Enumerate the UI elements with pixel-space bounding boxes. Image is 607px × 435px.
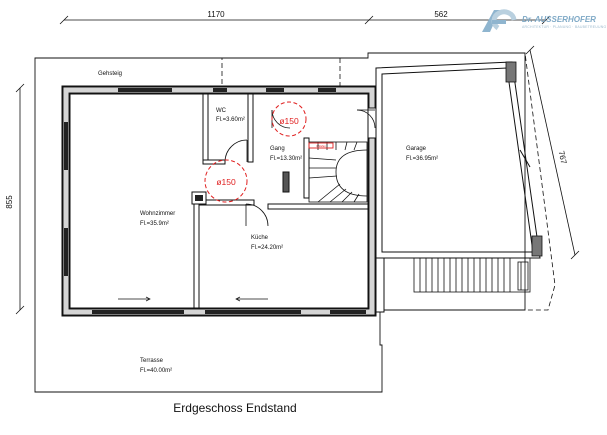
dim-house-width: 1170 (207, 10, 225, 19)
site-boundary (34, 52, 526, 393)
garage-diagonal-dimension (525, 45, 580, 260)
chimney-icon (191, 191, 207, 205)
room-gang-name: Gang (270, 146, 285, 152)
top-dimension-line (59, 15, 551, 25)
logo-tagline: ARCHITEKTUR · PLANUNG · BAUBETREUUNG (522, 25, 607, 29)
dim-garage-diagonal: 767 (557, 150, 569, 165)
room-terrasse-area: Fl.=40.00m² (140, 368, 172, 374)
dim-left-height: 855 (5, 195, 14, 209)
plan-caption: Erdgeschoss Endstand (173, 401, 297, 415)
room-garage-name: Garage (406, 146, 427, 152)
exterior-wall-stub (375, 257, 385, 313)
garage-walls (375, 61, 543, 259)
turning-circles (204, 101, 307, 203)
circle-label-2: ø150 (216, 177, 236, 187)
outdoor-stairs (413, 257, 531, 293)
windows (64, 88, 366, 314)
room-kueche-name: Küche (251, 235, 269, 241)
room-terrasse-name: Terrasse (140, 358, 164, 364)
room-wc-area: Fl.=3.60m² (216, 117, 245, 123)
window-slide-arrows (118, 296, 268, 302)
room-gehsteig-name: Gehsteig (98, 71, 122, 77)
stair-note: 3 Stufen (316, 144, 326, 148)
interior-walls (193, 93, 377, 309)
architect-logo: Dr. AUSSERHOFER ARCHITEKTUR · PLANUNG · … (478, 6, 607, 36)
room-wc-name: WC (216, 108, 227, 114)
dim-garage-width: 562 (434, 10, 448, 19)
staircase (308, 141, 368, 203)
dashed-outlines (221, 52, 556, 311)
left-dimension-line (15, 83, 25, 315)
room-wohnzimmer-name: Wohnzimmer (140, 211, 175, 217)
circle-label-1: ø150 (279, 116, 299, 126)
room-wohnzimmer-area: Fl.=35.9m² (140, 221, 169, 227)
room-garage-area: Fl.=36.95m² (406, 156, 438, 162)
stair-marker (308, 142, 334, 149)
logo-mark-icon (482, 9, 517, 32)
room-kueche-area: Fl.=24.20m² (251, 245, 283, 251)
room-gang-area: Fl.=13.30m² (270, 156, 302, 162)
logo-name: Dr. AUSSERHOFER (522, 15, 596, 24)
